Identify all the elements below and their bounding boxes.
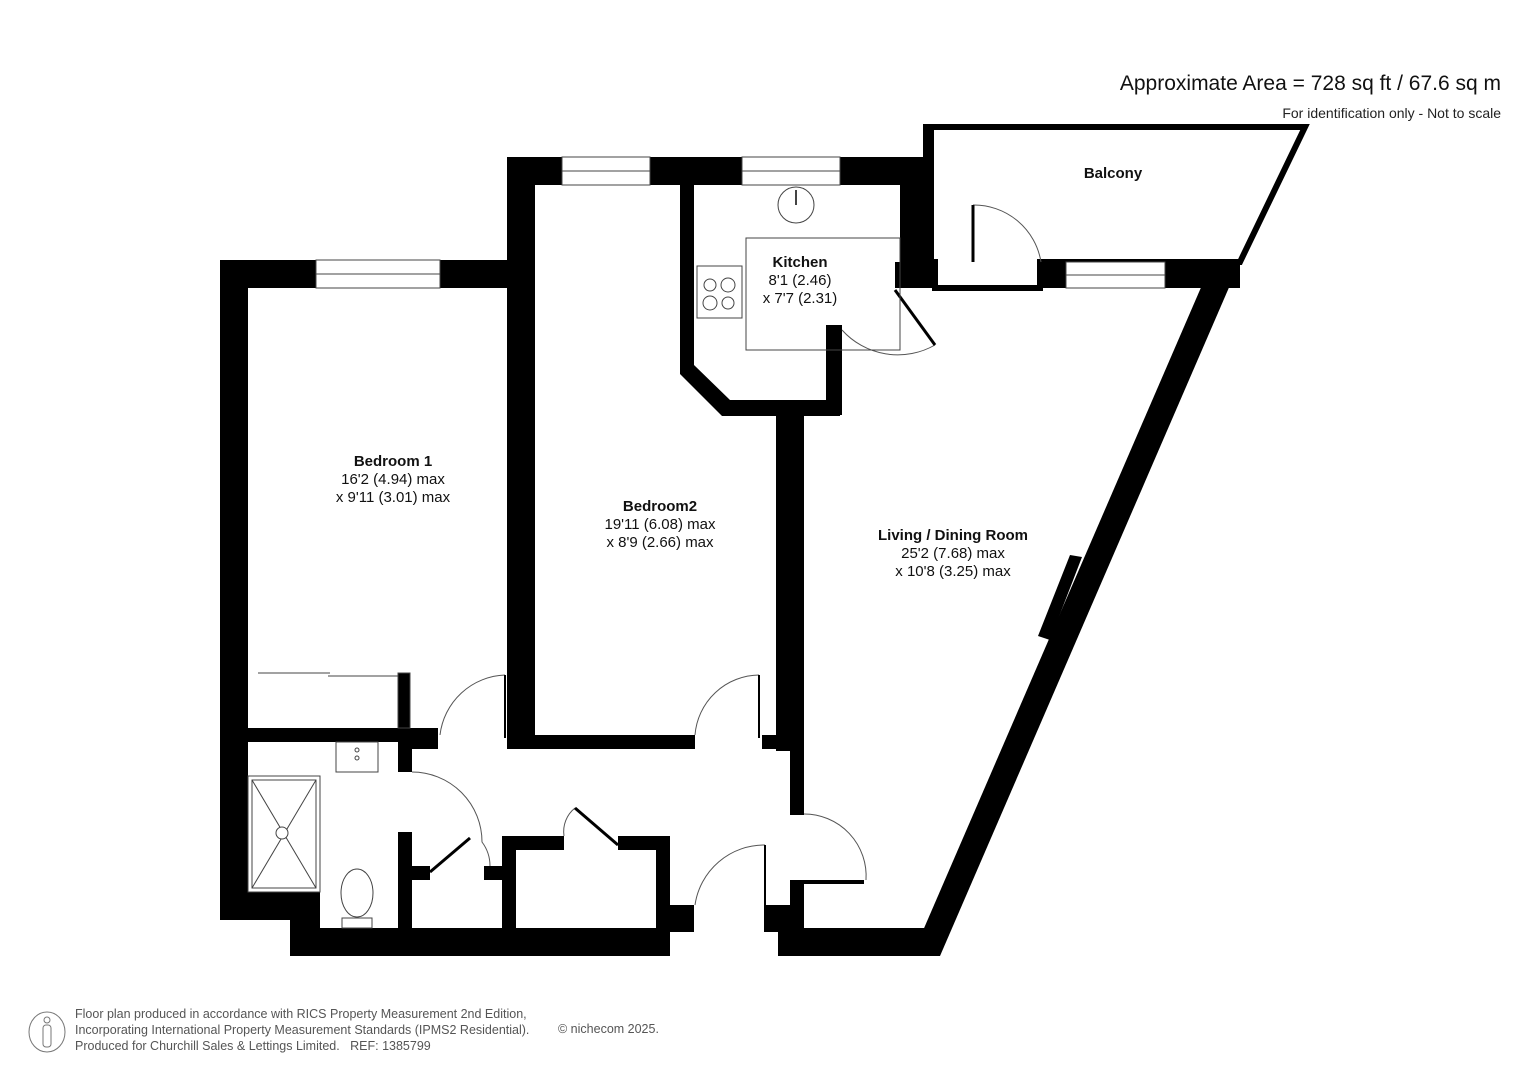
room-dimension: 16'2 (4.94) max [341,471,445,488]
doors [411,204,1042,906]
room-bedroom-2: Bedroom2 19'11 (6.08) max x 8'9 (2.66) m… [575,498,745,552]
room-dimension: 19'11 (6.08) max [604,516,716,533]
room-dimension: x 9'11 (3.01) max [335,489,451,506]
room-name: Kitchen [772,254,828,271]
room-living-dining: Living / Dining Room 25'2 (7.68) max x 1… [853,527,1053,581]
scale-disclaimer: For identification only - Not to scale [1282,105,1501,121]
person-scale-icon [28,1011,66,1053]
room-balcony: Balcony [1063,165,1163,183]
room-name: Living / Dining Room [878,527,1028,544]
fixtures [247,186,901,929]
copyright: © nichecom 2025. [558,1022,659,1036]
approximate-area: Approximate Area = 728 sq ft / 67.6 sq m [1119,72,1501,95]
footer-line-2: Incorporating International Property Mea… [75,1023,530,1037]
room-name: Bedroom 1 [353,453,433,470]
room-name: Balcony [1083,165,1143,182]
room-dimension: x 8'9 (2.66) max [606,534,714,551]
room-dimension: 8'1 (2.46) [768,272,832,289]
windows [315,156,1166,289]
room-dimension: 25'2 (7.68) max [901,545,1005,562]
room-dimension: x 7'7 (2.31) [762,290,838,307]
room-bedroom-1: Bedroom 1 16'2 (4.94) max x 9'11 (3.01) … [308,453,478,507]
room-kitchen: Kitchen 8'1 (2.46) x 7'7 (2.31) [740,254,860,308]
footer-line-3: Produced for Churchill Sales & Lettings … [75,1039,431,1053]
footer-text: Floor plan produced in accordance with R… [75,1006,529,1054]
room-dimension: x 10'8 (3.25) max [895,563,1011,580]
walls [220,157,1240,956]
room-name: Bedroom2 [622,498,698,515]
footer-line-1: Floor plan produced in accordance with R… [75,1007,527,1021]
